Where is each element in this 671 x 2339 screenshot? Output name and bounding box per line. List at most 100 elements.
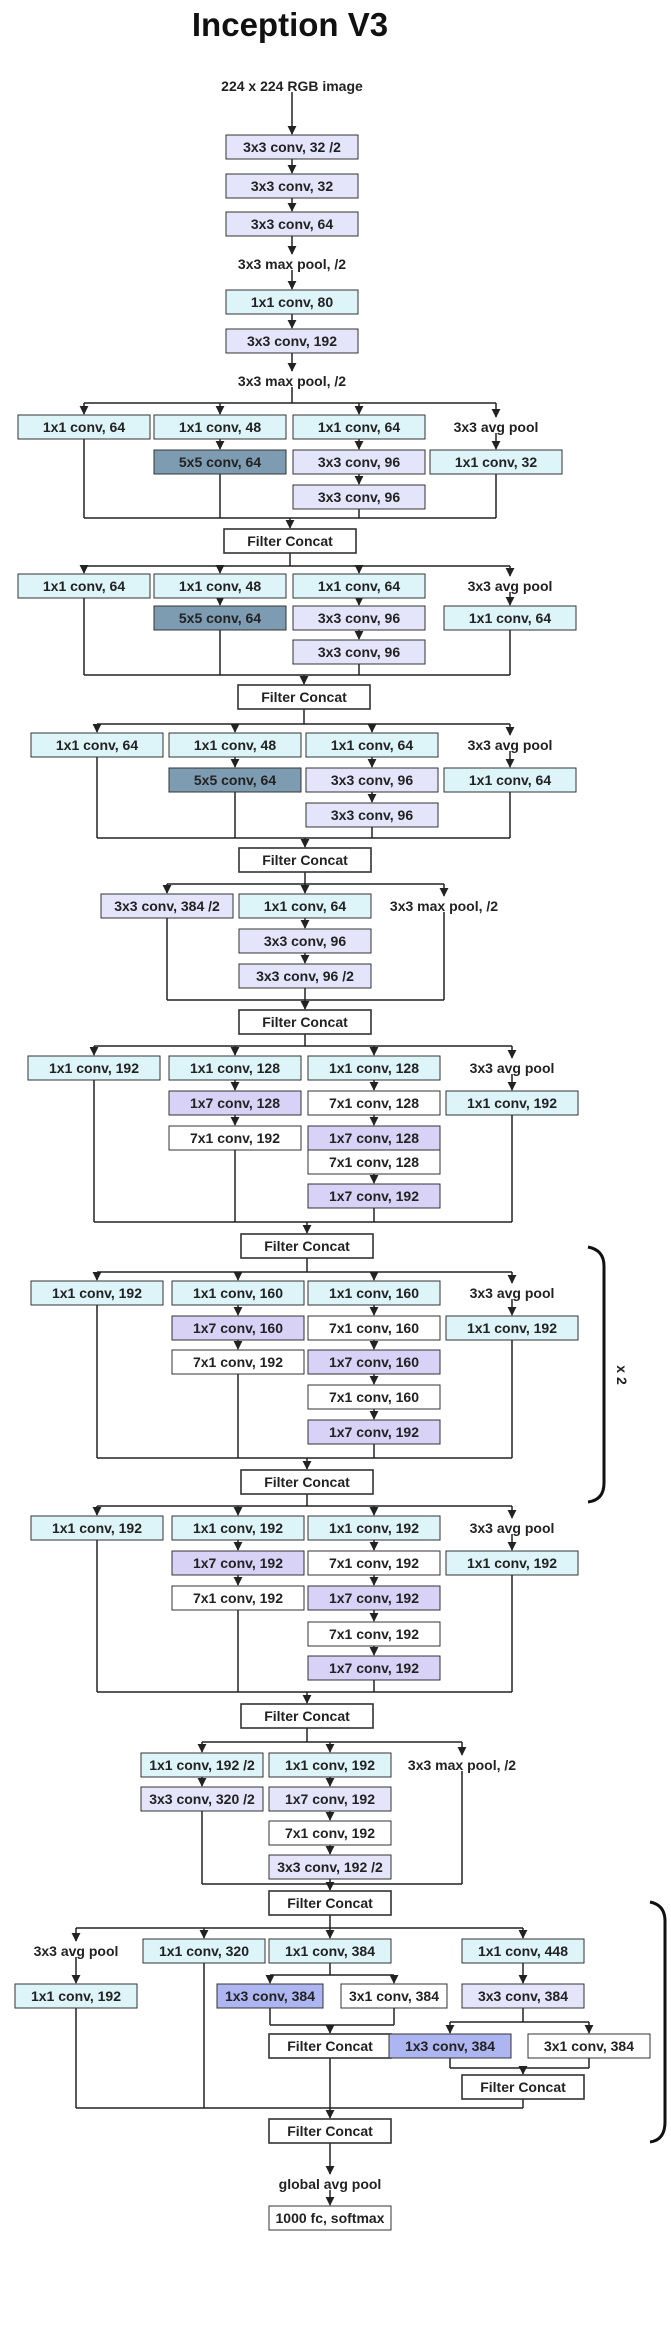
layer-label: 5x5 conv, 64 (194, 772, 276, 788)
layer-box (268, 1938, 392, 1964)
layer-label: 1x1 conv, 64 (43, 419, 125, 435)
layer-label: 1x1 conv, 128 (190, 1060, 280, 1076)
layer-box (27, 1055, 161, 1081)
layer-node-b1-b2b: 1x7 conv, 128 (168, 1090, 302, 1116)
layer-box (142, 1938, 266, 1964)
layer-node-r2-b1a: 1x1 conv, 192 /2 (140, 1752, 264, 1778)
layer-node-c-fc-inner1: Filter Concat (268, 2033, 392, 2059)
layer-node-b2-b3d: 7x1 conv, 160 (307, 1384, 441, 1410)
layer-node-a3-b1: 1x1 conv, 64 (30, 732, 164, 758)
layer-label: Filter Concat (287, 2038, 373, 2054)
layer-node-a3-b3a: 1x1 conv, 64 (305, 732, 439, 758)
layer-node-b1-fc: Filter Concat (240, 1233, 374, 1259)
layer-label: Filter Concat (262, 852, 348, 868)
layer-label: 3x3 max pool, /2 (238, 256, 346, 272)
layer-node-r2-b2a: 1x1 conv, 192 (268, 1752, 392, 1778)
layer-label: 1x1 conv, 192 (285, 1757, 375, 1773)
layer-box (171, 1550, 305, 1576)
layer-box (153, 449, 287, 475)
layer-label: 1x7 conv, 160 (193, 1320, 283, 1336)
layer-node-a1-b4b: 1x1 conv, 32 (429, 449, 563, 475)
layer-node-a2-fc: Filter Concat (237, 684, 371, 710)
layer-node-b3-b1: 1x1 conv, 192 (30, 1515, 164, 1541)
layer-box (307, 1419, 441, 1445)
layer-label: 1x1 conv, 192 /2 (149, 1757, 255, 1773)
layer-label: 7x1 conv, 128 (329, 1154, 419, 1170)
layer-box (238, 893, 372, 919)
layer-box (443, 605, 577, 631)
layer-node-b2-b4a: 3x3 avg pool (470, 1285, 555, 1301)
layer-node-stem5: 3x3 conv, 192 (225, 328, 359, 354)
layer-label: 1x3 conv, 384 (405, 2038, 495, 2054)
layer-box (168, 1055, 302, 1081)
layer-node-a3-b4a: 3x3 avg pool (468, 737, 553, 753)
layer-box (307, 1183, 441, 1209)
layer-node-a1-fc: Filter Concat (223, 528, 357, 554)
layer-node-stem3: 3x3 conv, 64 (225, 211, 359, 237)
layer-node-b3-b2b: 1x7 conv, 192 (171, 1550, 305, 1576)
connection-lines (71, 92, 594, 2206)
layer-box (292, 605, 426, 631)
layer-box (238, 963, 372, 989)
layer-box (292, 484, 426, 510)
repeat-brackets: x 2 (587, 1245, 667, 2144)
layer-label: 3x3 conv, 96 (331, 772, 413, 788)
repeat-bracket-block-b (587, 1245, 606, 1504)
layer-node-c-b1b: 1x1 conv, 192 (14, 1983, 138, 2009)
layer-box (225, 211, 359, 237)
layer-node-b1-b4b: 1x1 conv, 192 (445, 1090, 579, 1116)
layer-label: 1x1 conv, 192 (31, 1988, 121, 2004)
layer-box (153, 573, 287, 599)
layer-box (171, 1349, 305, 1375)
layer-label: 5x5 conv, 64 (179, 610, 261, 626)
layer-node-a2-b4a: 3x3 avg pool (468, 578, 553, 594)
layer-node-r2-fc: Filter Concat (268, 1890, 392, 1916)
layer-box (168, 767, 302, 793)
layer-box (223, 528, 357, 554)
layer-box (388, 2033, 512, 2059)
layer-label: 3x3 conv, 32 /2 (243, 139, 341, 155)
layer-label: 1x1 conv, 448 (478, 1943, 568, 1959)
layer-box (17, 573, 151, 599)
layer-node-gap: global avg pool (279, 2176, 382, 2192)
layer-label: 7x1 conv, 128 (329, 1095, 419, 1111)
layer-node-a3-b3c: 3x3 conv, 96 (305, 802, 439, 828)
layer-node-b2-b3e: 1x7 conv, 192 (307, 1419, 441, 1445)
layer-node-r1-b2c: 3x3 conv, 96 /2 (238, 963, 372, 989)
layer-label: 7x1 conv, 192 (285, 1825, 375, 1841)
layer-label: 3x3 max pool, /2 (238, 373, 346, 389)
layer-node-b1-b2c: 7x1 conv, 192 (168, 1125, 302, 1151)
repeat-label: x 2 (614, 1365, 630, 1385)
layer-label: 1x7 conv, 192 (285, 1791, 375, 1807)
layer-label: 1x1 conv, 192 (467, 1555, 557, 1571)
layer-node-r1-b2b: 3x3 conv, 96 (238, 928, 372, 954)
layer-box (292, 639, 426, 665)
layer-box (30, 1515, 164, 1541)
layer-label: 1x7 conv, 192 (329, 1188, 419, 1204)
layer-box (171, 1315, 305, 1341)
layer-node-a2-b4b: 1x1 conv, 64 (443, 605, 577, 631)
layer-node-c-b3c: 3x1 conv, 384 (340, 1983, 448, 2009)
layer-node-c-b1a: 3x3 avg pool (34, 1943, 119, 1959)
layer-box (445, 1550, 579, 1576)
layer-box (168, 1090, 302, 1116)
layer-label: 3x3 avg pool (34, 1943, 119, 1959)
layer-node-b3-fc: Filter Concat (240, 1703, 374, 1729)
layer-node-r1-b2a: 1x1 conv, 64 (238, 893, 372, 919)
layer-box (238, 928, 372, 954)
layer-node-a3-b4b: 1x1 conv, 64 (443, 767, 577, 793)
layer-box (307, 1055, 441, 1081)
layer-node-b3-b4a: 3x3 avg pool (470, 1520, 555, 1536)
layer-box (307, 1090, 441, 1116)
layer-box (238, 847, 372, 873)
layer-label: 3x3 conv, 192 (247, 333, 337, 349)
layer-label: 3x3 conv, 192 /2 (277, 1859, 383, 1875)
bracket-block-c (649, 1900, 667, 2144)
layer-box (225, 289, 359, 315)
layer-box (527, 2033, 651, 2059)
layer-label: Filter Concat (262, 1014, 348, 1030)
layer-label: 3x3 conv, 96 (264, 933, 346, 949)
layer-node-a2-b2a: 1x1 conv, 48 (153, 573, 287, 599)
